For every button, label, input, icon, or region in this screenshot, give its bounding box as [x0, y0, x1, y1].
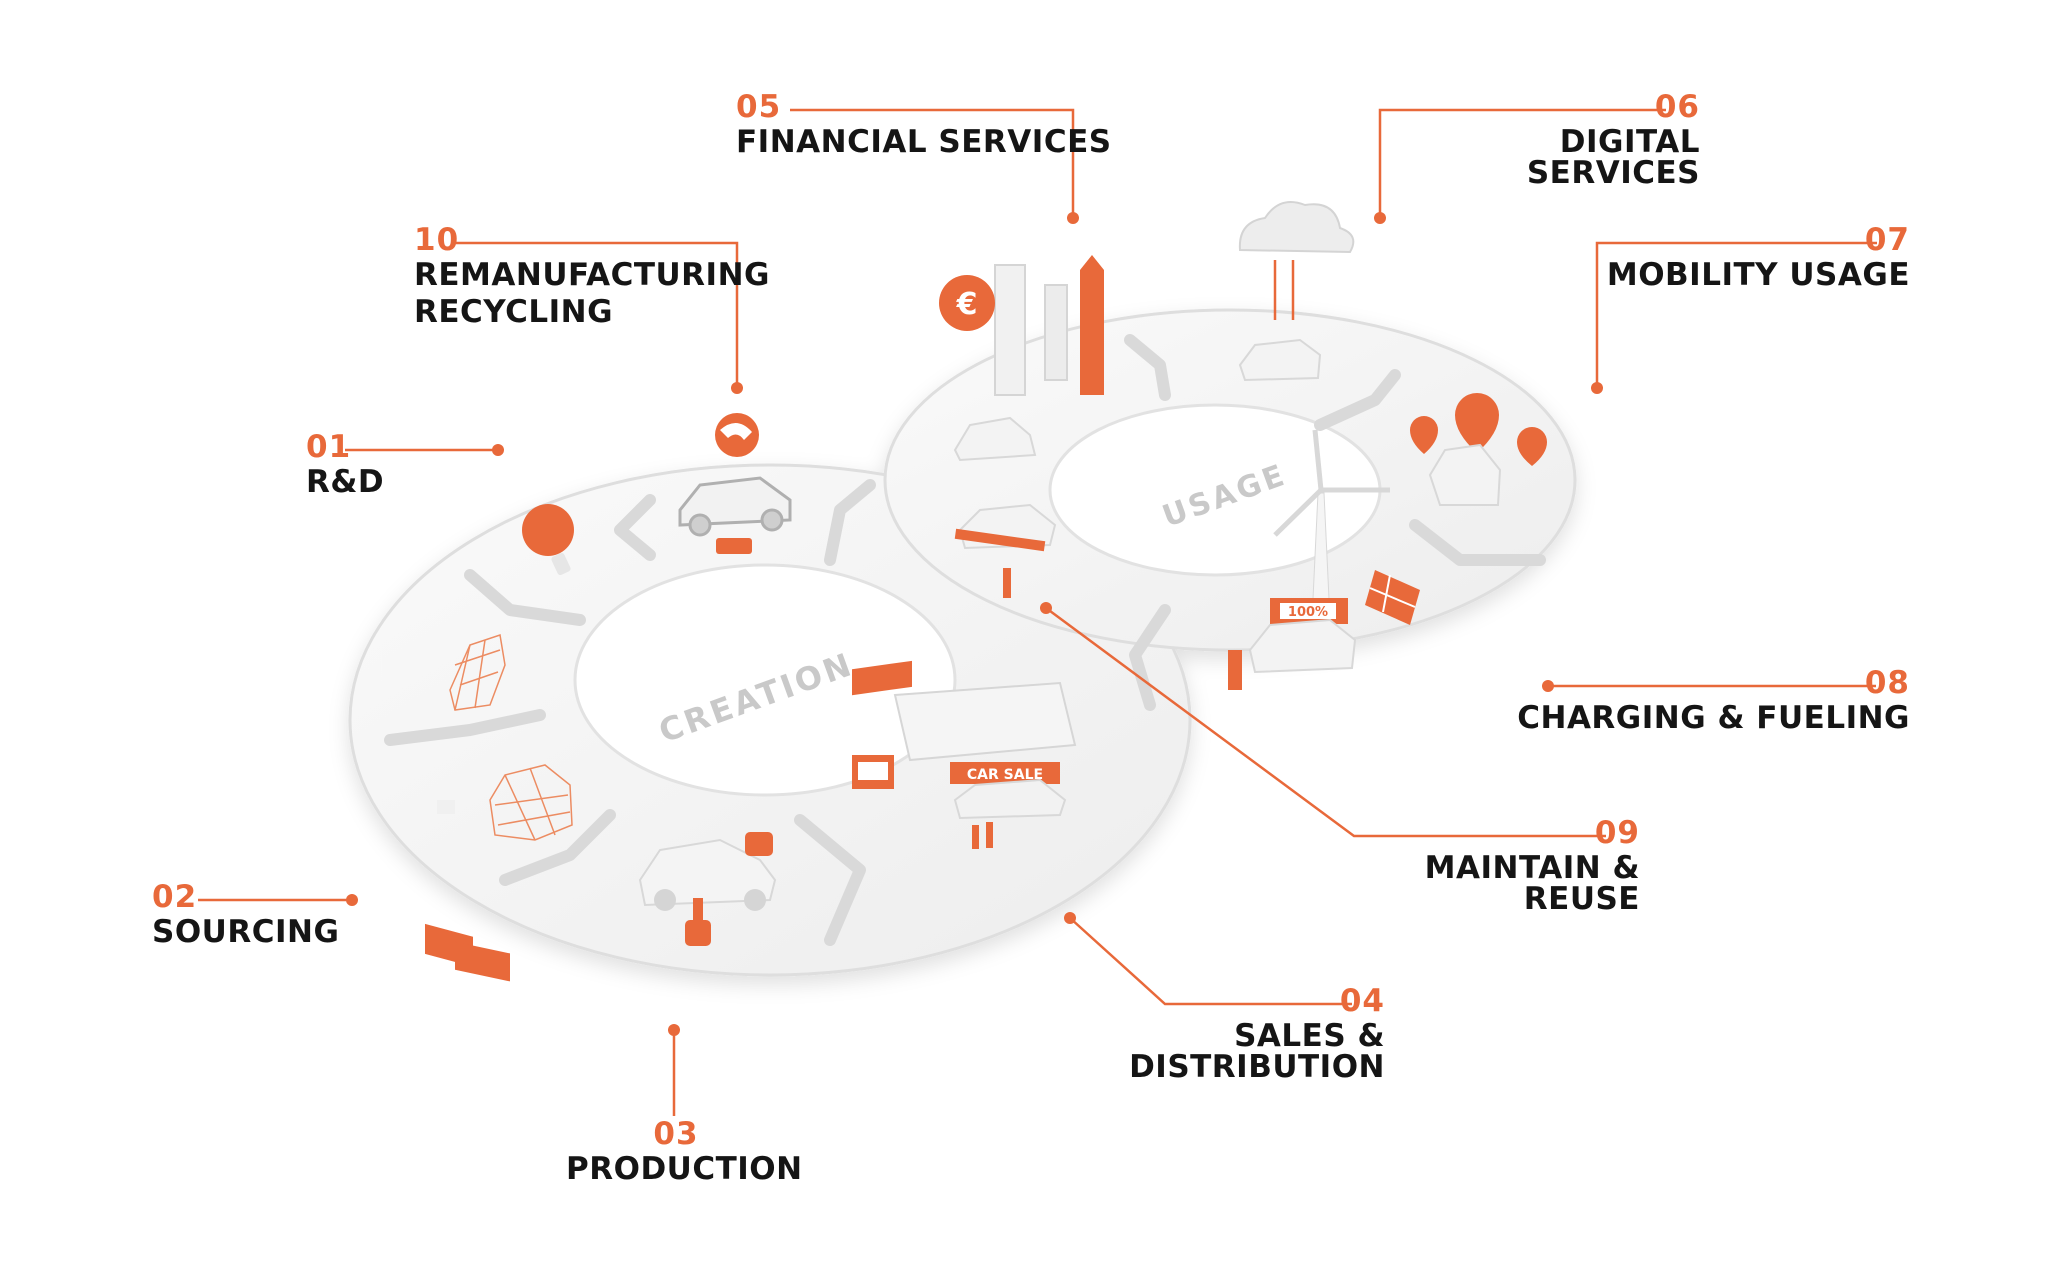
step-title: REMANUFACTURING [414, 257, 770, 293]
pin-icon [1455, 393, 1499, 453]
battery-icon [716, 538, 752, 554]
location-pins [1410, 393, 1547, 466]
step-number: 09 [1594, 815, 1640, 851]
robot-arm-icon [685, 832, 773, 946]
car-lift-icon [954, 503, 1057, 552]
battery-level-text: 100% [1288, 605, 1328, 620]
leader-dot [1374, 212, 1386, 224]
step-title: SALES & DISTRIBUTION [1129, 1018, 1385, 1085]
chevron-icon [1124, 334, 1171, 401]
creation-ring-hole [573, 563, 957, 797]
fork-pin-icon [1410, 416, 1438, 454]
lightbulb-icon [522, 504, 574, 576]
shopping-cart-icon [852, 660, 912, 789]
step-number: 05 [736, 89, 782, 125]
step-07-label: 07 MOBILITY USAGE [1590, 225, 1910, 291]
chevron-icon [1314, 369, 1401, 431]
charging-station-icon: 100% [1228, 598, 1357, 690]
step-04-label: 04 SALES & DISTRIBUTION [1030, 986, 1385, 1083]
cart-pin-icon [1517, 427, 1547, 466]
leader-dot [1067, 212, 1079, 224]
solar-panel-icon [1365, 570, 1420, 625]
leader-dot [1040, 602, 1052, 614]
step-02-label: 02 SOURCING [152, 882, 339, 948]
wireframe-car-icon [449, 634, 573, 841]
people-icon [972, 568, 1011, 849]
step-title: FINANCIAL SERVICES [736, 124, 1112, 160]
production-car-icon [638, 838, 777, 911]
leader-dot [1542, 680, 1554, 692]
leader-dot [668, 1024, 680, 1036]
step-title: MOBILITY USAGE [1606, 257, 1910, 293]
step-08-label: 08 CHARGING & FUELING [1500, 668, 1910, 734]
leader-line-05 [790, 108, 1075, 218]
step-title: MAINTAIN & REUSE [1424, 850, 1640, 917]
leader-lines [198, 108, 1877, 1116]
step-number: 04 [1339, 983, 1385, 1019]
svg-text:€: € [956, 287, 978, 322]
step-number: 01 [306, 429, 352, 465]
step-06-label: 06 DIGITAL SERVICES [1400, 92, 1700, 189]
leader-line-07 [1595, 241, 1877, 388]
step-title: PRODUCTION [566, 1151, 803, 1187]
chevron-icon [384, 709, 546, 746]
step-10-label: 10 REMANUFACTURING RECYCLING [414, 225, 770, 328]
chevron-icon [464, 569, 586, 626]
step-03-label: 03 PRODUCTION [566, 1116, 803, 1187]
leader-line-09 [1045, 606, 1606, 838]
step-title: SOURCING [152, 914, 340, 950]
car-frame-icon [678, 476, 792, 537]
financial-towers [994, 255, 1104, 396]
chevron-icon [794, 814, 866, 946]
step-05-label: 05 FINANCIAL SERVICES [736, 92, 1112, 158]
chevron-icon [499, 809, 616, 886]
step-09-label: 09 MAINTAIN & REUSE [1300, 818, 1640, 915]
step-title: R&D [306, 464, 385, 500]
step-number: 10 [414, 222, 460, 258]
car-sale-sign: CAR SALE [967, 767, 1043, 783]
leader-line-10 [456, 241, 739, 388]
leader-line-06 [1378, 108, 1666, 218]
wind-turbine-icon [1273, 429, 1390, 621]
chevron-icon [1129, 604, 1171, 711]
leader-dot [1591, 382, 1603, 394]
leader-dots [346, 212, 1603, 1036]
leader-line-04 [1069, 917, 1352, 1006]
step-number: 06 [1654, 89, 1700, 125]
chevron-icon [614, 494, 656, 561]
step-title: CHARGING & FUELING [1517, 700, 1910, 736]
leader-dot [346, 894, 358, 906]
leader-dot [1064, 912, 1076, 924]
chevron-icon [824, 479, 876, 566]
track-chevrons [384, 334, 1546, 946]
connected-car-icon [1238, 338, 1322, 382]
leader-dot [731, 382, 743, 394]
step-01-label: 01 R&D [306, 432, 384, 498]
step-number: 03 [653, 1116, 699, 1152]
step-number: 07 [1864, 222, 1910, 258]
cloud-icon [1238, 201, 1355, 320]
leader-dot [492, 444, 504, 456]
financial-car-icon [953, 416, 1037, 462]
step-title: DIGITAL SERVICES [1526, 124, 1700, 191]
parts-tray-icon [425, 800, 510, 982]
euro-coin-icon: € [939, 275, 995, 331]
step-title-second-line: RECYCLING [414, 294, 614, 330]
recycling-sphere-icon [715, 413, 759, 457]
chevron-icon [1409, 519, 1546, 566]
car-sale-building: CAR SALE [893, 681, 1077, 820]
mobility-car-icon [1428, 443, 1502, 506]
step-number: 08 [1864, 665, 1910, 701]
step-number: 02 [152, 879, 198, 915]
